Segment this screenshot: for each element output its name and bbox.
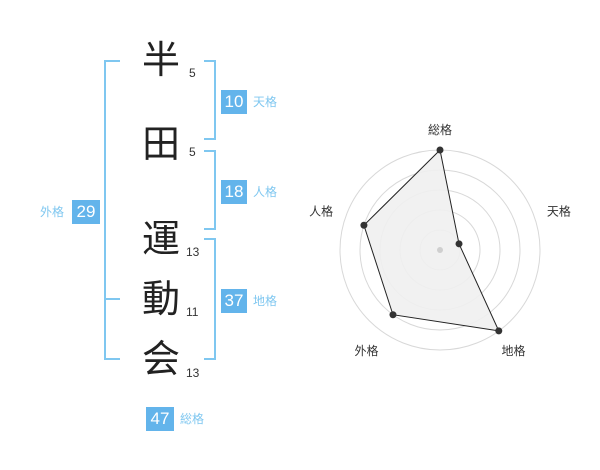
name-char-2: 田 <box>141 122 180 166</box>
stroke-count-2: 5 <box>189 145 196 159</box>
stroke-count-1: 5 <box>189 66 196 80</box>
radar-axis-label-1: 総格 <box>428 122 452 137</box>
radar-axis-label-4: 外格 <box>354 343 378 358</box>
soukaku-value: 47 <box>146 407 174 431</box>
name-char-1: 半 <box>141 38 180 82</box>
soukaku-label: 総格 <box>180 412 205 426</box>
radar-axis-label-3: 地格 <box>501 343 525 358</box>
radar-center-dot <box>437 247 443 253</box>
radar-axis-label-2: 天格 <box>547 203 571 218</box>
radar-point-1 <box>436 146 444 154</box>
stroke-count-5: 13 <box>186 366 200 380</box>
gaikaku-value: 29 <box>72 200 100 224</box>
radar-point-4 <box>389 311 397 319</box>
chikaku-value: 37 <box>221 289 247 313</box>
jinkaku-value: 18 <box>221 180 247 204</box>
tenkaku-label: 天格 <box>253 95 278 109</box>
radar-value-polygon <box>363 148 500 332</box>
tenkaku-value: 10 <box>221 90 247 114</box>
radar-axis-label-5: 人格 <box>309 203 333 218</box>
gaikaku-label: 外格 <box>40 205 65 219</box>
stroke-count-3: 13 <box>186 245 200 259</box>
stroke-count-4: 11 <box>186 305 199 319</box>
jinkaku-label: 人格 <box>253 185 278 199</box>
radar-point-2 <box>455 240 463 248</box>
name-char-5: 会 <box>141 337 180 381</box>
name-char-3: 運 <box>141 217 180 261</box>
radar-point-5 <box>360 221 368 229</box>
radar-point-3 <box>495 327 503 335</box>
name-char-4: 動 <box>141 277 180 321</box>
chikaku-label: 地格 <box>253 294 278 308</box>
